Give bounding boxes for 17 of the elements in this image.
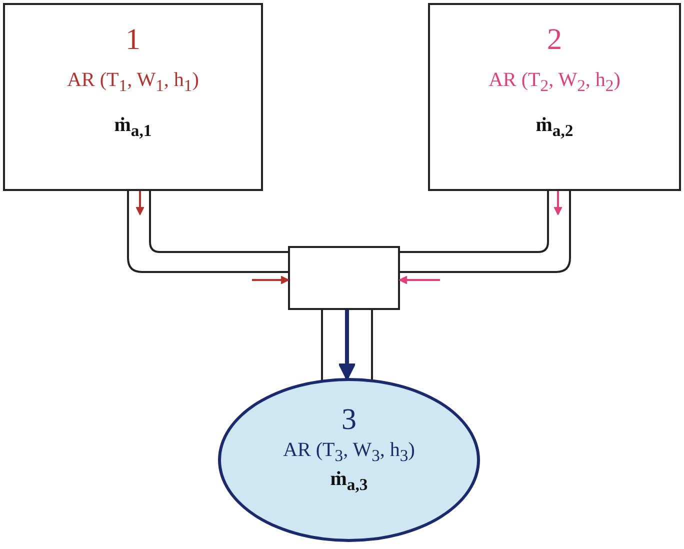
process-box — [3, 3, 263, 191]
arrow — [252, 276, 290, 284]
arrow — [554, 191, 562, 216]
air-state-label: AR (T$_{1}$, W$_{1}$, h$_{1}$) — [67, 69, 199, 96]
node-number: 2 — [547, 23, 562, 57]
node-number: 3 — [342, 403, 356, 437]
arrow — [398, 276, 440, 284]
mass-flow-label: ṁ$_{a,3}$ — [330, 468, 368, 495]
mass-flow-label: ṁ$_{a,1}$ — [114, 114, 152, 141]
mixing-chamber — [288, 246, 400, 310]
air-state-label: AR (T$_{2}$, W$_{2}$, h$_{2}$) — [488, 69, 620, 96]
arrow — [338, 310, 356, 380]
arrow — [136, 191, 144, 216]
process-box — [428, 3, 681, 191]
air-state-label: AR (T$_{3}$, W$_{3}$, h$_{3}$) — [283, 439, 415, 466]
mass-flow-label: ṁ$_{a,2}$ — [536, 114, 574, 141]
node-number: 1 — [126, 23, 140, 57]
